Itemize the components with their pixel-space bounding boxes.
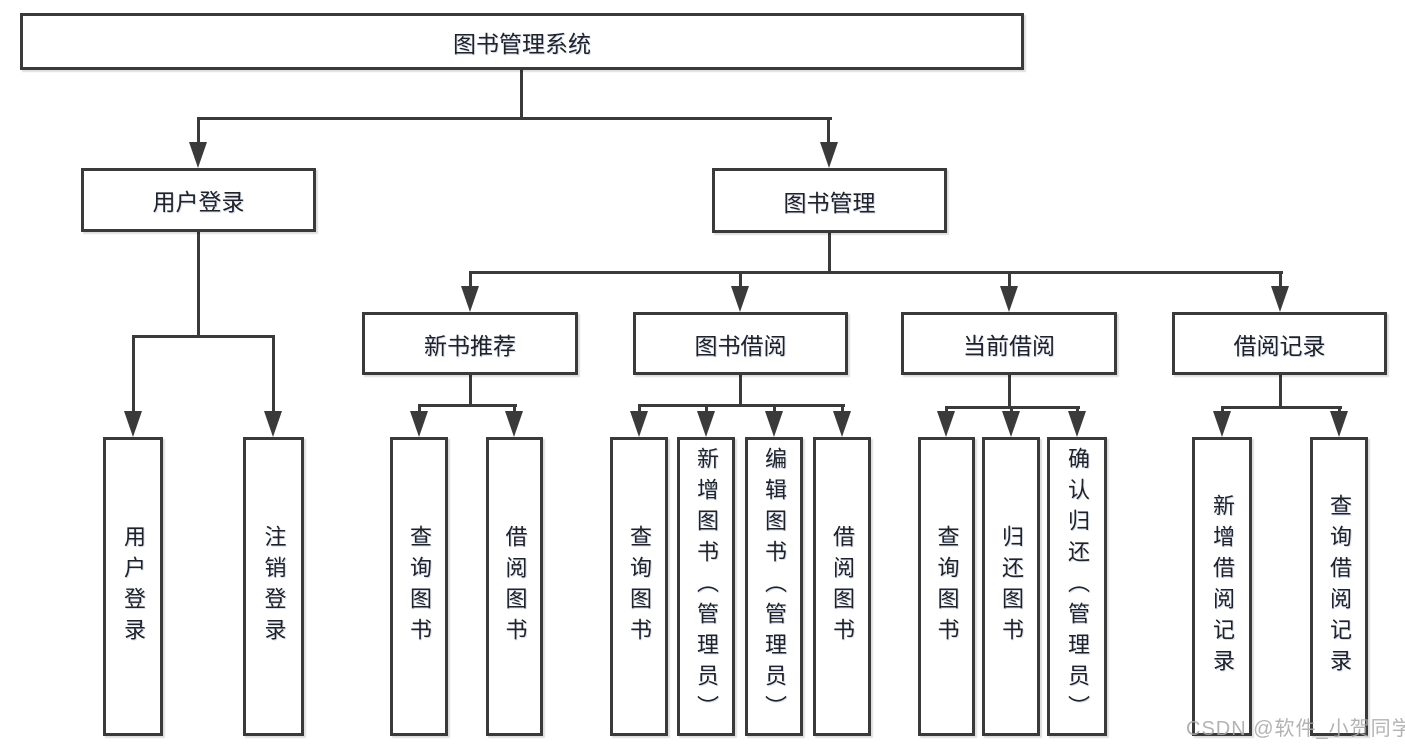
- leaf-borrow-query-books-label: 查询图书: [627, 524, 652, 649]
- v-line: [469, 375, 472, 406]
- node-borrow-records-label: 借阅记录: [1233, 332, 1326, 359]
- v-line: [841, 404, 844, 413]
- v-line: [469, 271, 472, 288]
- leaf-recommend-borrow-books: 借阅图书: [486, 437, 543, 736]
- leaf-logout: 注销登录: [243, 437, 304, 736]
- arrowhead-down-icon: [410, 411, 428, 437]
- node-new-book-recommend-label: 新书推荐: [424, 332, 516, 359]
- arrowhead-down-icon: [731, 286, 749, 312]
- v-line: [197, 232, 200, 336]
- node-user-login-label: 用户登录: [152, 189, 245, 215]
- node-book-borrow: 图书借阅: [633, 312, 848, 375]
- h-line: [638, 404, 845, 407]
- leaf-confirm-return-admin: 确认归还（管理员）: [1047, 437, 1107, 736]
- arrowhead-down-icon: [189, 142, 207, 168]
- h-line: [197, 117, 832, 120]
- v-line: [945, 406, 948, 413]
- leaf-recommend-query-books: 查询图书: [390, 437, 448, 736]
- leaf-confirm-return-admin-label: 确认归还（管理员）: [1065, 447, 1090, 726]
- leaf-query-borrow-record-label: 查询借阅记录: [1327, 493, 1352, 680]
- h-line: [418, 404, 517, 407]
- v-line: [1279, 375, 1282, 408]
- v-line: [132, 335, 135, 413]
- node-new-book-recommend: 新书推荐: [362, 312, 578, 375]
- arrowhead-down-icon: [505, 411, 523, 437]
- leaf-borrow-borrow-books: 借阅图书: [813, 437, 871, 736]
- v-line: [1010, 406, 1013, 413]
- leaf-logout-label: 注销登录: [261, 524, 287, 649]
- leaf-edit-books-admin-label: 编辑图书（管理员）: [762, 447, 787, 726]
- node-user-login: 用户登录: [81, 168, 316, 232]
- arrowhead-down-icon: [264, 411, 282, 437]
- v-line: [773, 404, 776, 413]
- arrowhead-down-icon: [820, 142, 838, 168]
- arrowhead-down-icon: [833, 411, 851, 437]
- arrowhead-down-icon: [630, 411, 648, 437]
- v-line: [1338, 406, 1341, 413]
- v-line: [739, 271, 742, 288]
- v-line: [1008, 375, 1011, 408]
- arrowhead-down-icon: [1002, 411, 1020, 437]
- arrowhead-down-icon: [1000, 286, 1018, 312]
- v-line: [418, 404, 421, 413]
- v-line: [827, 117, 830, 145]
- arrowhead-down-icon: [937, 411, 955, 437]
- leaf-recommend-borrow-books-label: 借阅图书: [502, 524, 528, 649]
- v-line: [828, 233, 831, 273]
- leaf-add-books-admin-label: 新增图书（管理员）: [694, 447, 719, 726]
- csdn-watermark: CSDN @软件_小贺同学: [1186, 718, 1405, 740]
- v-line: [739, 375, 742, 406]
- node-book-management-label: 图书管理: [783, 189, 876, 216]
- leaf-return-books-label: 归还图书: [999, 524, 1024, 649]
- leaf-user-login: 用户登录: [103, 437, 163, 736]
- leaf-current-query-books-label: 查询图书: [934, 524, 960, 649]
- leaf-borrow-query-books: 查询图书: [610, 437, 668, 736]
- arrowhead-down-icon: [1330, 411, 1348, 437]
- arrowhead-down-icon: [1068, 411, 1086, 437]
- node-root-label: 图书管理系统: [453, 30, 591, 57]
- v-line: [197, 117, 200, 145]
- leaf-add-borrow-record-label: 新增借阅记录: [1210, 493, 1235, 680]
- v-line: [1008, 271, 1011, 288]
- node-current-borrow: 当前借阅: [901, 312, 1117, 375]
- arrowhead-down-icon: [697, 411, 715, 437]
- h-line: [132, 335, 275, 338]
- arrowhead-down-icon: [765, 411, 783, 437]
- v-line: [1279, 271, 1282, 288]
- h-line: [469, 271, 1283, 274]
- node-book-management: 图书管理: [712, 168, 947, 233]
- leaf-return-books: 归还图书: [982, 437, 1040, 736]
- arrowhead-down-icon: [1213, 411, 1231, 437]
- leaf-borrow-borrow-books-label: 借阅图书: [830, 524, 855, 649]
- arrowhead-down-icon: [461, 286, 479, 312]
- leaf-edit-books-admin: 编辑图书（管理员）: [745, 437, 803, 736]
- arrowhead-down-icon: [124, 411, 142, 437]
- v-line: [1221, 406, 1224, 413]
- node-book-borrow-label: 图书借阅: [694, 332, 787, 359]
- leaf-add-borrow-record: 新增借阅记录: [1192, 437, 1252, 736]
- v-line: [705, 404, 708, 413]
- v-line: [272, 335, 275, 413]
- leaf-recommend-query-books-label: 查询图书: [407, 524, 432, 649]
- leaf-user-login-label: 用户登录: [121, 524, 146, 649]
- leaf-query-borrow-record: 查询借阅记录: [1310, 437, 1368, 736]
- leaf-current-query-books: 查询图书: [918, 437, 975, 736]
- v-line: [520, 70, 523, 118]
- node-borrow-records: 借阅记录: [1172, 312, 1387, 375]
- h-line: [1221, 406, 1342, 409]
- v-line: [638, 404, 641, 413]
- node-current-borrow-label: 当前借阅: [963, 332, 1055, 359]
- v-line: [1076, 406, 1079, 413]
- leaf-add-books-admin: 新增图书（管理员）: [677, 437, 735, 736]
- arrowhead-down-icon: [1271, 286, 1289, 312]
- node-root: 图书管理系统: [20, 13, 1024, 70]
- v-line: [513, 404, 516, 413]
